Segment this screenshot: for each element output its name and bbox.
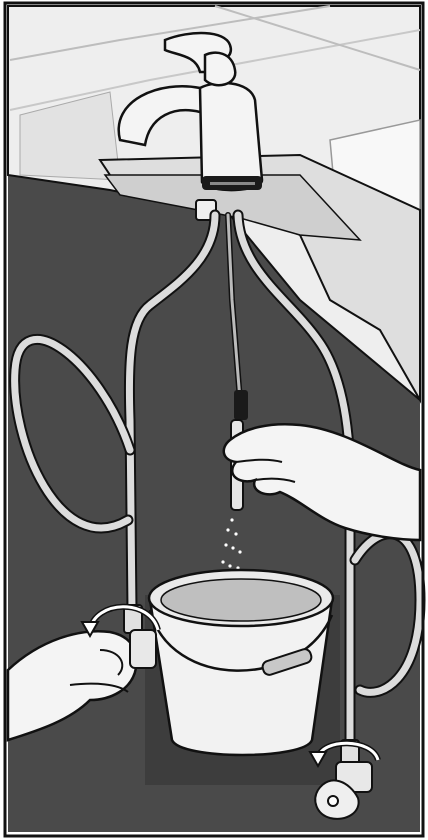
bucket <box>149 570 333 755</box>
